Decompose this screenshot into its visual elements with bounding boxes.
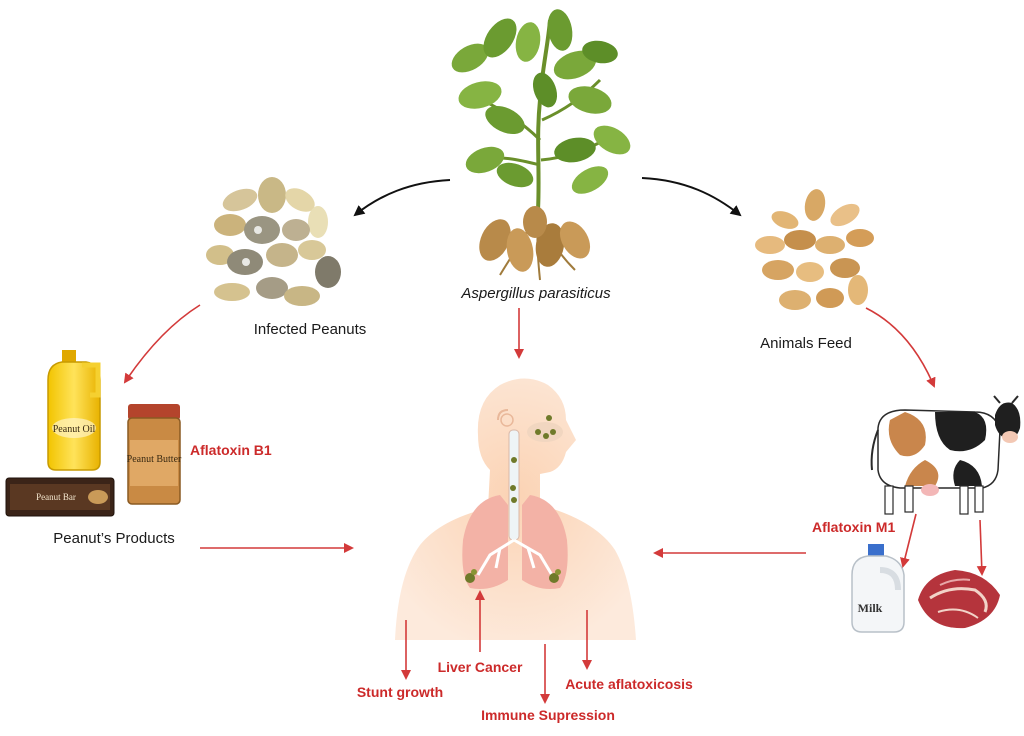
peanut-bar-icon: Peanut Bar (5, 477, 115, 517)
acute-aflatoxicosis-label: Acute aflatoxicosis (565, 676, 693, 692)
arrow-cow-to-milk (900, 513, 917, 568)
arrow-plant-to-feed (641, 177, 742, 217)
stunt-growth-label: Stunt growth (357, 684, 443, 700)
arrow-infected-to-products (123, 304, 201, 384)
animal-feed-peanuts-icon (755, 189, 874, 310)
human-body-icon (395, 378, 636, 640)
infected-peanuts-label: Infected Peanuts (254, 321, 367, 338)
meat-icon (918, 570, 1000, 629)
arrow-plant-to-infected (353, 179, 451, 217)
peanut-butter-label: Peanut Butter (127, 454, 182, 465)
organism-label: Aspergillus parasiticus (460, 285, 611, 302)
milk-label: Milk (858, 601, 883, 615)
arrow-cow-to-meat (976, 519, 987, 576)
peanut-oil-label: Peanut Oil (53, 424, 96, 435)
aflatoxin-b1-label: Aflatoxin B1 (190, 442, 272, 458)
liver-cancer-label: Liver Cancer (438, 659, 523, 675)
aflatoxin-m1-label: Aflatoxin M1 (812, 519, 895, 535)
immune-suppression-label: Immune Supression (481, 707, 615, 723)
arrow-feed-to-cow (865, 307, 936, 388)
peanut-butter-icon: Peanut Butter (127, 404, 182, 505)
milk-jug-icon: Milk (851, 544, 905, 633)
peanut-bar-label: Peanut Bar (36, 492, 76, 502)
animals-feed-label: Animals Feed (760, 335, 852, 352)
infected-peanuts-icon (206, 177, 341, 306)
peanut-oil-icon: Peanut Oil (47, 350, 101, 471)
peanut-products-label: Peanut’s Products (53, 530, 174, 547)
peanut-plant-icon (451, 9, 631, 281)
cow-icon (870, 395, 1021, 515)
